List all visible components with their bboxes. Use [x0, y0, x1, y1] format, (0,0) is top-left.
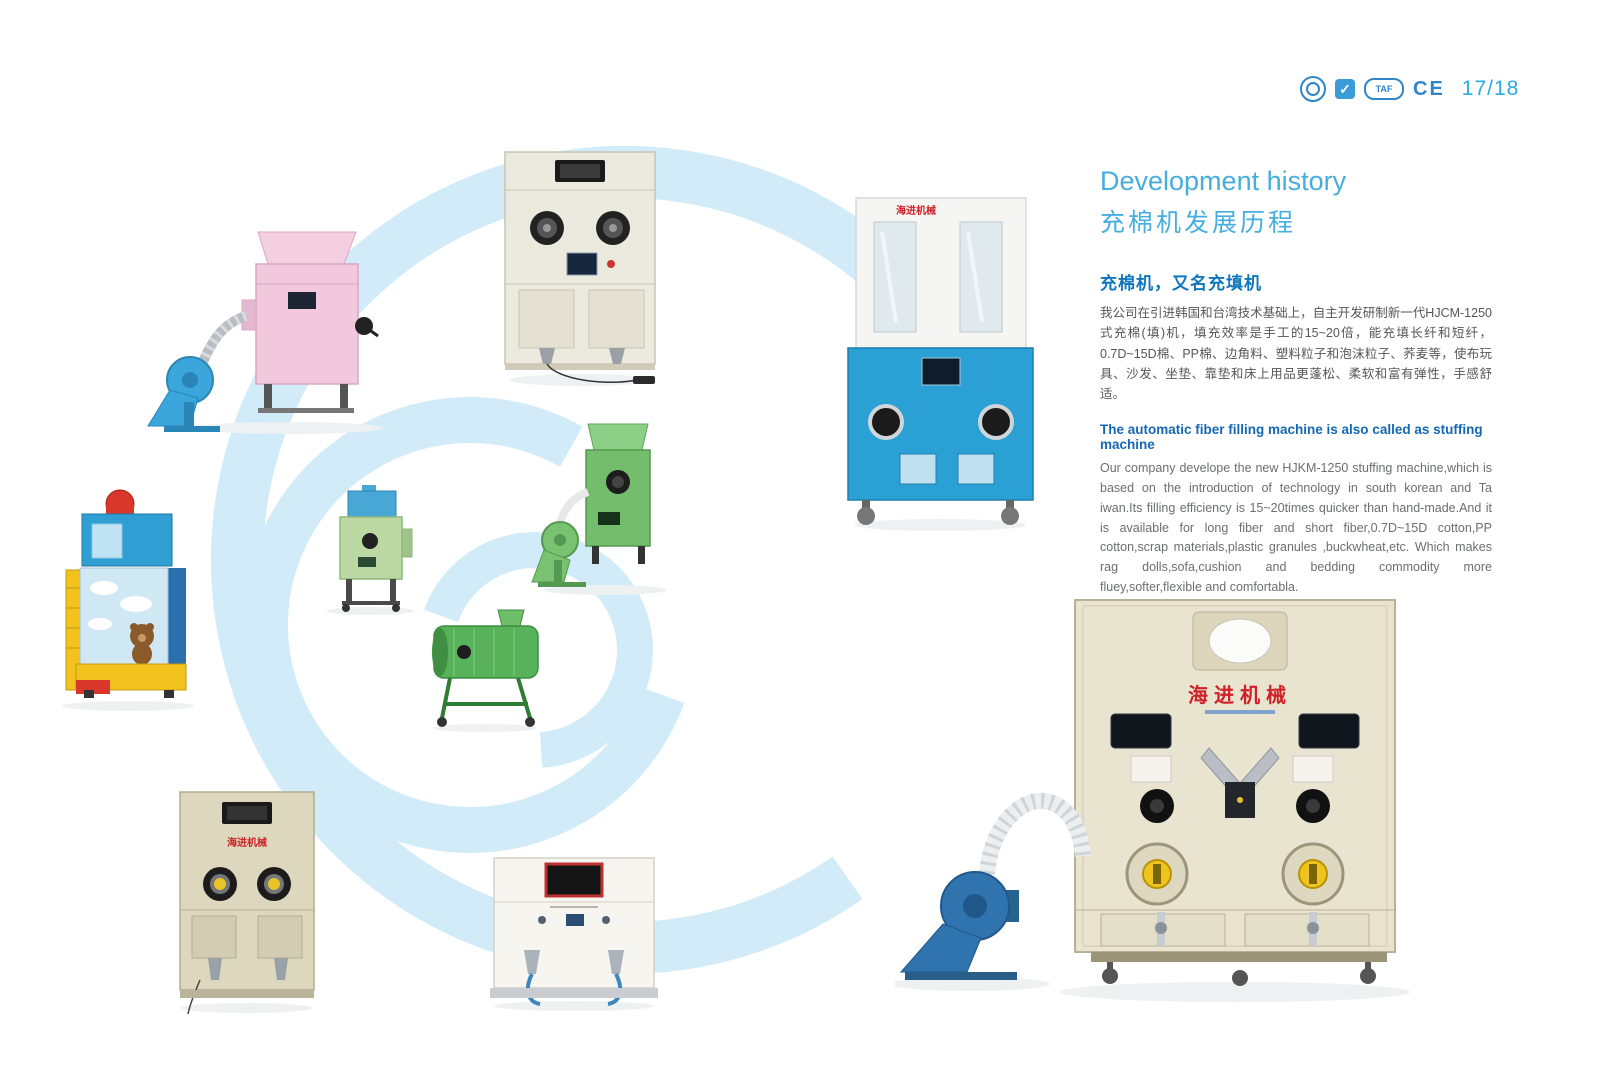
- blower-fan: [147, 356, 220, 432]
- certification-badges: ✓ TAF CE 17/18: [1300, 76, 1519, 102]
- sticker-panel: [79, 567, 169, 665]
- foot-pedal-cable: [546, 363, 638, 383]
- touch-screen: [921, 357, 961, 386]
- blower-fan: [531, 521, 586, 587]
- port-dials: [1125, 842, 1345, 906]
- text-column: Development history 充棉机发展历程 充棉机，又名充填机 我公…: [1100, 166, 1492, 598]
- machine-photo-pink-filling-machine: [147, 231, 383, 434]
- chrome-valves: [1155, 912, 1319, 946]
- fill-nozzle: [524, 950, 540, 974]
- page-title-en: Development history: [1100, 166, 1347, 196]
- machine-screen: [1298, 713, 1360, 749]
- top-window: [1192, 611, 1288, 671]
- taf-badge-icon: TAF: [1364, 78, 1404, 100]
- stand-legs: [342, 579, 400, 612]
- red-framed-screen: [544, 862, 604, 898]
- fill-nozzle: [608, 950, 624, 974]
- hopper: [587, 423, 649, 451]
- machine-photo-small-green-machine: [326, 485, 414, 615]
- machine-sublabel-line: [1205, 710, 1275, 714]
- machine-photo-blue-white-machine: 海进机械: [847, 197, 1034, 531]
- machine-photo-large-stuffing-machine: 海进机械: [895, 599, 1410, 1002]
- checkmark-badge-icon: ✓: [1335, 79, 1355, 99]
- fiber-ports: [868, 404, 1014, 440]
- hopper: [257, 231, 357, 265]
- machine-photo-toy-machine-with-bear: [62, 489, 194, 711]
- machine-dial: [362, 533, 378, 549]
- cooling-fans: [1140, 789, 1330, 823]
- page-number: 17/18: [1461, 77, 1520, 100]
- caster-wheels: [857, 500, 1019, 525]
- machine-brand-label: 海进机械: [896, 204, 936, 217]
- stand-legs: [440, 677, 532, 719]
- machine-dials: [203, 867, 291, 901]
- teddy-bear-graphic: [130, 623, 154, 665]
- chinese-section-body: 我公司在引进韩国和台湾技术基础上，自主开发研制新一代HJCM-1250式充棉(填…: [1100, 306, 1492, 401]
- machine-dial: [457, 645, 471, 659]
- drum-body: [433, 625, 539, 679]
- suction-hose: [197, 311, 248, 367]
- center-duct: [1200, 747, 1280, 818]
- cable: [187, 979, 201, 1015]
- machine-brand-label: 海进机械: [227, 836, 267, 849]
- machine-photo-horizontal-green-machine: [432, 609, 539, 732]
- machine-screen: [1110, 713, 1172, 749]
- machine-screen: [288, 292, 316, 309]
- machine-photo-white-double-station-machine: [490, 857, 658, 1011]
- blower-fan: [899, 871, 1019, 980]
- ce-mark-icon: CE: [1413, 77, 1445, 100]
- side-panel: [168, 568, 186, 686]
- sgs-logo-icon: [1300, 76, 1326, 102]
- machine-photo-green-blower-machine: [531, 423, 667, 595]
- caster-wheels: [1102, 962, 1376, 986]
- english-section-body: Our company develope the new HJKM-1250 s…: [1100, 461, 1492, 594]
- machine-brand-label: 海进机械: [1188, 683, 1292, 707]
- foot-pedal: [633, 376, 655, 384]
- english-section-heading: The automatic fiber filling machine is a…: [1100, 422, 1483, 453]
- machine-photo-top-stuffing-machine: [504, 151, 656, 386]
- machine-dials: [530, 211, 630, 245]
- page-title-zh: 充棉机发展历程: [1100, 209, 1297, 237]
- machine-photo-bottom-left-stuffing-machine: 海进机械: [179, 791, 315, 1015]
- chinese-section-heading: 充棉机，又名充填机: [1100, 274, 1262, 293]
- mini-screen: [566, 914, 584, 926]
- hopper: [497, 609, 525, 627]
- top-unit: [347, 490, 397, 518]
- hose: [556, 488, 590, 526]
